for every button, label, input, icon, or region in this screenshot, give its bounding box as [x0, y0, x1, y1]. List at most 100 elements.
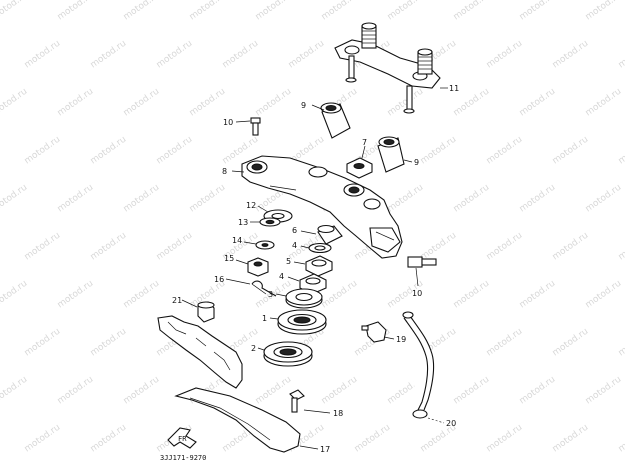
watermark-text: motod.ru [452, 375, 492, 407]
callout-18: 18 [333, 409, 343, 418]
watermark-text: motod.ru [617, 135, 625, 167]
watermark-text: motod.ru [89, 231, 129, 263]
bolt-18 [289, 389, 305, 413]
watermark-text: motod.ru [584, 279, 624, 311]
watermark-text: motod.ru [254, 375, 294, 407]
watermark-text: motod.ru [188, 87, 228, 119]
watermark-text: motod.ru [452, 183, 492, 215]
watermark-text: motod.ru [386, 183, 426, 215]
watermark-text: motod.ru [518, 279, 558, 311]
callout-1: 1 [262, 314, 267, 323]
diagram-code: 3JJ171-9270 [160, 454, 206, 462]
callout-4a: 4 [292, 241, 297, 250]
watermark-text: motod.ru [89, 327, 129, 359]
watermark-text: motod.ru [89, 39, 129, 71]
bolt-lower [407, 256, 437, 268]
callout-6: 6 [292, 226, 297, 235]
watermark-text: motod.ru [584, 87, 624, 119]
callout-5: 5 [286, 257, 291, 266]
watermark-text: motod.ru [0, 87, 29, 119]
callout-17: 17 [320, 445, 330, 454]
handlebar-holder-part [334, 22, 441, 114]
watermark-text: motod.ru [155, 231, 195, 263]
watermark-text: motod.ru [56, 279, 96, 311]
watermark-text: motod.ru [584, 0, 624, 22]
callout-19: 19 [396, 335, 406, 344]
callout-14: 14 [232, 236, 242, 245]
watermark-text: motod.ru [452, 0, 492, 22]
watermark-text: motod.ru [551, 39, 591, 71]
watermark-text: motod.ru [452, 279, 492, 311]
watermark-text: motod.ru [518, 375, 558, 407]
watermark-text: motod.ru [584, 375, 624, 407]
watermark-text: motod.ru [122, 183, 162, 215]
watermark-text: motod.ru [551, 231, 591, 263]
watermark-text: motod.ru [155, 135, 195, 167]
watermark-text: motod.ru [254, 87, 294, 119]
callout-3: 3 [268, 290, 273, 299]
watermark-text: motod.ru [122, 279, 162, 311]
damper-bushing-upper [320, 102, 351, 139]
watermark-text: motod.ru [386, 0, 426, 22]
damper-bushing-lower [377, 136, 405, 173]
watermark-text: motod.ru [485, 327, 525, 359]
callout-20: 20 [446, 419, 456, 428]
watermark-text: motod.ru [518, 183, 558, 215]
lock-washer-4a [308, 242, 332, 254]
lower-cover-17 [174, 387, 301, 453]
watermark-text: motod.ru [89, 423, 129, 455]
hose-and-cap-20 [402, 311, 435, 419]
front-direction-arrow: FR [167, 427, 197, 449]
watermark-text: motod.ru [23, 135, 63, 167]
washer-14 [255, 240, 275, 250]
watermark-text: motod.ru [221, 39, 261, 71]
watermark-text: motod.ru [23, 39, 63, 71]
callout-12: 12 [246, 201, 256, 210]
callout-9b: 9 [414, 158, 419, 167]
nut-15 [247, 257, 269, 277]
callout-10a: 10 [223, 118, 233, 127]
watermark-text: motod.ru [23, 231, 63, 263]
watermark-text: motod.ru [0, 183, 29, 215]
watermark-text: motod.ru [419, 231, 459, 263]
watermark-text: motod.ru [551, 327, 591, 359]
callout-8: 8 [222, 167, 227, 176]
watermark-text: motod.ru [617, 39, 625, 71]
watermark-text: motod.ru [353, 423, 393, 455]
watermark-text: motod.ru [386, 87, 426, 119]
watermark-text: motod.ru [551, 423, 591, 455]
watermark-text: motod.ru [56, 375, 96, 407]
callout-21: 21 [172, 296, 182, 305]
watermark-layer: motod.ru motod.ru motod.ru motod.ru motod.ru… [0, 0, 625, 454]
callout-11: 11 [449, 84, 459, 93]
steering-nut [346, 157, 373, 179]
watermark-text: motod.ru [56, 0, 96, 22]
watermark-text: motod.ru [56, 87, 96, 119]
bolt-upper [250, 117, 261, 136]
watermark-text: motod.ru [122, 87, 162, 119]
watermark-text: motod.ru [0, 0, 29, 22]
watermark-text: motod.ru [485, 39, 525, 71]
watermark-text: motod.ru [23, 423, 63, 455]
watermark-text: motod.ru [518, 87, 558, 119]
watermark-text: motod.ru [56, 183, 96, 215]
watermark-text: motod.ru [23, 327, 63, 359]
watermark-text: motod.ru [419, 135, 459, 167]
watermark-text: motod.ru [122, 375, 162, 407]
clamp-19 [361, 321, 387, 343]
watermark-text: motod.ru [617, 327, 625, 359]
callout-13: 13 [238, 218, 248, 227]
watermark-text: motod.ru [89, 135, 129, 167]
callout-2: 2 [251, 344, 256, 353]
bearing-1 [277, 309, 327, 335]
grommet-21 [197, 301, 215, 323]
watermark-text: motod.ru [485, 135, 525, 167]
under-bracket-part [241, 155, 403, 259]
callout-4b: 4 [279, 272, 284, 281]
watermark-text: motod.ru [188, 183, 228, 215]
watermark-text: motod.ru [0, 375, 29, 407]
watermark-text: motod.ru [320, 0, 360, 22]
watermark-text: motod.ru [0, 279, 29, 311]
